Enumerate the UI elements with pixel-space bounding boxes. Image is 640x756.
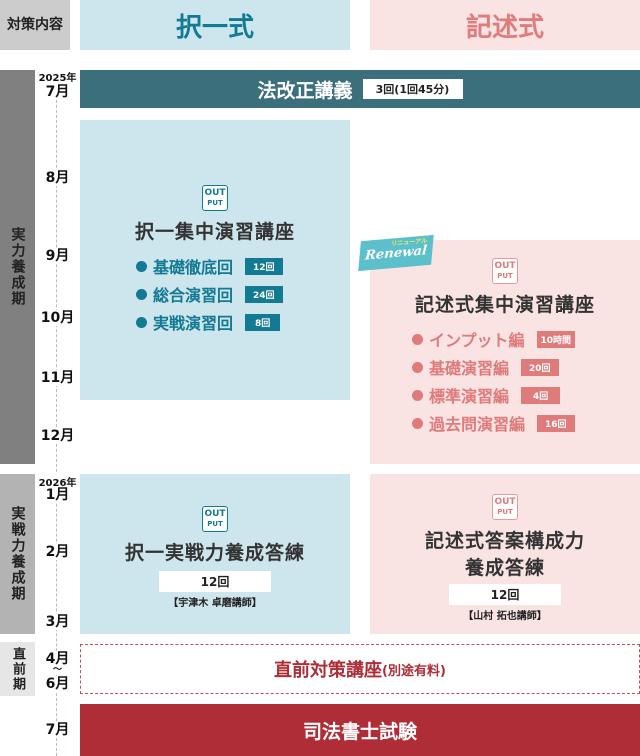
month: 1月: [35, 487, 80, 503]
kijutsu-practice-title-1: 記述式答案構成力: [424, 530, 585, 552]
month: 2月: [35, 544, 80, 560]
takuitsu-practice-count: 12回: [159, 571, 271, 592]
header-takuitsu: 択一式: [80, 0, 350, 50]
month: 7月: [35, 84, 80, 100]
month: 4月: [35, 651, 80, 667]
year-2025: 2025年: [35, 69, 80, 84]
header-kijutsu: 記述式: [370, 0, 640, 50]
month: 6月: [35, 676, 80, 692]
header-label: 対策内容: [0, 0, 70, 50]
final-course-box: 直前対策講座 (別途有料): [80, 644, 640, 694]
takuitsu-intensive-title: 択一集中演習講座: [134, 221, 295, 243]
month: 9月: [35, 248, 80, 264]
phase-2: 実戦力養成期: [0, 474, 35, 634]
timeline-line: [56, 70, 57, 756]
phase-1: 実力養成期: [0, 70, 35, 464]
month: 8月: [35, 170, 80, 186]
law-revision-bar: 法改正講義 3回(1回45分): [80, 70, 640, 108]
month: 3月: [35, 614, 80, 630]
law-revision-badge: 3回(1回45分): [362, 79, 463, 99]
final-course-note: (別途有料): [382, 663, 446, 679]
phase-2-label: 実戦力養成期: [9, 506, 26, 602]
month: 11月: [35, 370, 80, 386]
exam-bar: 司法書士試験: [80, 704, 640, 756]
phase-3-label: 直前期: [10, 646, 25, 692]
final-course-title: 直前対策講座: [274, 660, 383, 681]
month-range: 〜: [35, 666, 80, 675]
kijutsu-practice-title-2: 養成答練: [464, 557, 545, 579]
kijutsu-practice-count: 12回: [449, 584, 561, 605]
month: 10月: [35, 310, 80, 326]
kijutsu-practice-teacher: 【山村 拓也講師】: [463, 611, 547, 622]
phase-3: 直前期: [0, 642, 35, 696]
takuitsu-practice-title: 択一実戦力養成答練: [124, 542, 305, 564]
month: 7月: [35, 722, 80, 738]
month: 12月: [35, 428, 80, 444]
law-revision-title: 法改正講義: [257, 79, 353, 102]
year-2026: 2026年: [35, 474, 80, 489]
takuitsu-practice-teacher: 【宇津木 卓磨講師】: [168, 598, 262, 609]
phase-1-label: 実力養成期: [9, 227, 26, 307]
kijutsu-intensive-title: 記述式集中演習講座: [414, 294, 595, 316]
